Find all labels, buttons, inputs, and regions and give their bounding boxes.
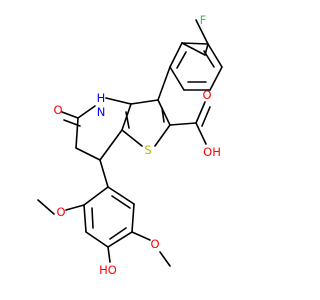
bond xyxy=(99,159,109,188)
bond xyxy=(204,43,209,56)
bond xyxy=(91,207,94,229)
methoxy-right-oxygen-label: O xyxy=(150,237,159,251)
bond xyxy=(159,251,171,267)
molecule-structure: F H O S OH O O O HO N xyxy=(37,13,223,277)
bond xyxy=(107,186,135,205)
bond xyxy=(109,227,127,240)
bond xyxy=(37,199,55,215)
bond xyxy=(61,111,79,119)
bond xyxy=(131,231,151,241)
nitrogen-label: N xyxy=(97,105,106,119)
bond xyxy=(125,111,130,129)
nitrogen-hydrogen-label: H xyxy=(97,91,106,105)
phenol-hydroxyl-label: HO xyxy=(99,263,117,277)
fluorine-label: F xyxy=(200,13,207,27)
bond xyxy=(181,42,206,56)
bond xyxy=(65,204,85,211)
bond xyxy=(107,246,111,263)
bond xyxy=(121,129,143,147)
bond xyxy=(105,97,132,105)
bond xyxy=(169,66,185,91)
bond xyxy=(207,43,223,68)
bond xyxy=(83,186,109,206)
bond xyxy=(107,231,133,248)
bond xyxy=(130,99,159,105)
bond xyxy=(75,117,79,149)
bond xyxy=(195,19,209,45)
bond xyxy=(157,66,171,101)
bond xyxy=(201,106,211,127)
bond xyxy=(111,195,131,209)
bond xyxy=(77,105,96,119)
bond xyxy=(161,107,165,123)
keto-oxygen-label: O xyxy=(53,103,62,117)
acid-carbonyl-oxygen-label: O xyxy=(202,88,211,102)
bond xyxy=(181,42,209,45)
bond xyxy=(85,231,109,248)
bond xyxy=(157,99,171,126)
sulfur-label: S xyxy=(144,143,151,157)
acid-hydroxyl-label: OH xyxy=(203,145,221,159)
methoxy-left-oxygen-label: O xyxy=(56,205,65,219)
bond xyxy=(209,66,223,91)
bonds xyxy=(37,19,223,267)
bond xyxy=(176,51,187,69)
atom-labels: F H O S OH O O O HO xyxy=(53,13,220,277)
bond xyxy=(154,124,171,147)
bond xyxy=(195,122,207,145)
bond xyxy=(83,204,87,233)
bond xyxy=(169,42,183,68)
bond xyxy=(131,203,135,233)
bond xyxy=(99,129,123,161)
bond xyxy=(75,147,101,161)
bond xyxy=(169,122,197,126)
bond xyxy=(195,101,206,124)
